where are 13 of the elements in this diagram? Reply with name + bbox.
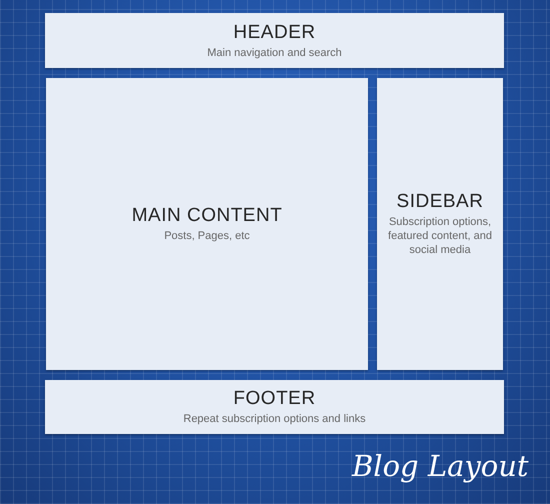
panel-heading: MAIN CONTENT [132,205,282,227]
handwritten-title: Blog Layout [352,448,529,484]
panel-description: Subscription options, featured content, and social media [387,215,493,257]
panel-heading: HEADER [233,22,316,44]
panel-heading: FOOTER [233,388,316,410]
panel-description: Main navigation and search [207,46,342,60]
panel-heading: SIDEBAR [396,191,484,213]
panel-description: Repeat subscription options and links [183,412,366,426]
sidebar-panel [377,78,503,370]
header-panel [45,13,504,68]
panel-description: Posts, Pages, etc [164,229,250,243]
main-content-panel [46,78,368,370]
footer-panel [45,380,504,434]
